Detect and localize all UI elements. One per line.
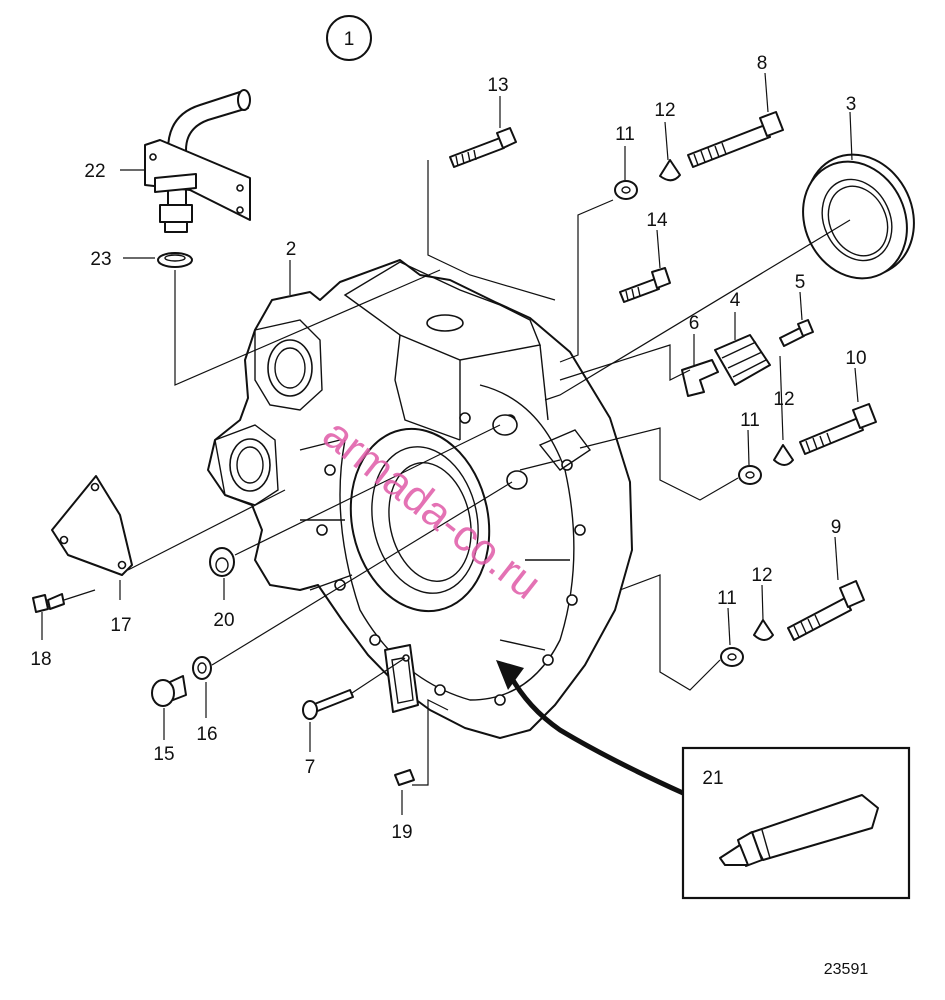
label-5: 5: [795, 272, 806, 293]
label-11-mid: 11: [740, 410, 760, 431]
label-12-top: 12: [654, 100, 675, 121]
label-6: 6: [689, 313, 700, 334]
leader-lines: [41, 72, 859, 815]
flywheel-housing: [207, 259, 633, 739]
part-16-washer: [192, 656, 212, 680]
label-23: 23: [90, 249, 111, 270]
part-9-bolt: [799, 403, 877, 455]
label-12-low: 12: [751, 565, 772, 586]
part-20-plug: [209, 547, 235, 577]
label-4: 4: [730, 290, 741, 311]
part-10-bolt: [687, 111, 784, 168]
label-17: 17: [110, 615, 131, 636]
part-17-cover: [51, 475, 133, 576]
part-18-screw: [32, 593, 65, 613]
part-11-washers: [614, 180, 762, 667]
part-14-bolt: [619, 267, 671, 303]
sealant-arrow: [496, 660, 685, 796]
label-3: 3: [846, 94, 857, 115]
group-number: 1: [344, 29, 355, 50]
label-10: 8: [757, 53, 768, 74]
part-8-bolt: [787, 580, 865, 641]
part-3-seal: [802, 153, 915, 280]
figure-number: 23591: [824, 961, 869, 978]
label-20: 20: [213, 610, 234, 631]
part-12-lock-washers: [659, 159, 794, 641]
part-labels: 13 8 3 11 12 22 14 2 23 5 4 6 10 12 11 9…: [30, 53, 868, 978]
part-19-set-screw: [394, 769, 415, 786]
part-22-dipstick-tube: [144, 89, 251, 233]
part-15-plug: [151, 675, 187, 707]
label-16: 16: [196, 724, 217, 745]
label-21: 21: [702, 768, 723, 789]
label-12-mid: 12: [773, 389, 794, 410]
label-19: 19: [391, 822, 412, 843]
label-11-low: 11: [717, 588, 737, 609]
label-7: 7: [305, 757, 316, 778]
part-13-bolt: [449, 127, 517, 168]
label-22: 22: [84, 161, 105, 182]
label-11-top: 11: [615, 124, 635, 145]
label-8: 9: [831, 517, 842, 538]
label-18: 18: [30, 649, 51, 670]
part-5-screw: [779, 319, 814, 347]
label-13: 13: [487, 75, 508, 96]
label-15: 15: [153, 744, 174, 765]
part-7-screw: [302, 689, 354, 720]
part-6-bracket: [681, 359, 719, 397]
part-4-sensor: [714, 334, 771, 386]
label-9: 10: [845, 348, 866, 369]
label-14: 14: [646, 210, 668, 231]
part-21-sealant-box: [681, 746, 911, 900]
label-2: 2: [286, 239, 297, 260]
group-marker: 1: [326, 15, 372, 61]
